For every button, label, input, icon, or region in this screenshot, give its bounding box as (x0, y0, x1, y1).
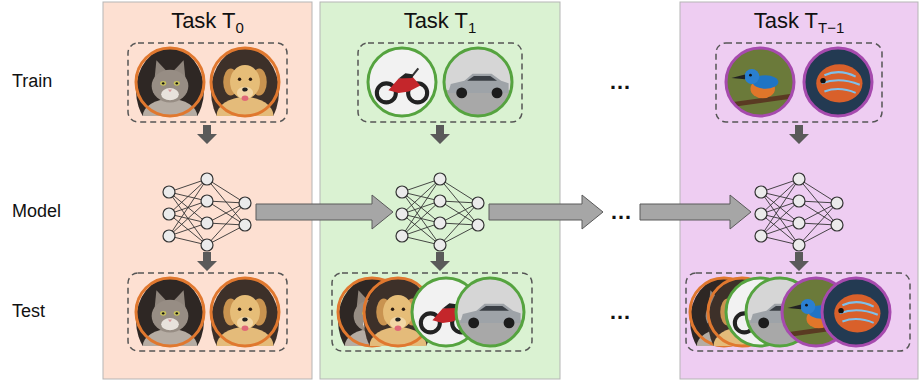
train-image (368, 48, 436, 116)
image-ring (136, 278, 204, 346)
test-image (456, 278, 524, 346)
task-title: Task T0 (103, 8, 312, 37)
task-panel: Task T1 (320, 2, 560, 379)
image-ring (136, 48, 204, 116)
ellipsis-mark: … (609, 299, 632, 325)
task-title: Task TT−1 (680, 8, 918, 37)
neural-network (755, 173, 843, 251)
panel-backgrounds (103, 2, 918, 379)
task-index: 1 (468, 19, 476, 36)
task-panel: Task TT−1 (680, 2, 918, 379)
down-arrow (430, 125, 450, 144)
image-ring (211, 278, 279, 346)
image-ring (211, 48, 279, 116)
train-image (804, 48, 872, 116)
model-transfer-arrow (640, 195, 751, 229)
train-image (444, 48, 512, 116)
train-set-box (358, 43, 522, 122)
test-image (822, 278, 890, 346)
row-label: Model (12, 201, 61, 223)
image-ring (444, 48, 512, 116)
task-title: Task T1 (320, 8, 560, 37)
row-label: Train (12, 71, 52, 93)
task-panel: Task T0 (103, 2, 312, 379)
neural-network (396, 173, 484, 251)
down-arrow (197, 125, 217, 144)
ellipsis-mark: … (610, 199, 633, 225)
task-heading: Task T (404, 8, 468, 33)
task-panel-background (320, 2, 560, 379)
task-heading: Task T (171, 8, 235, 33)
task-index: 0 (236, 19, 244, 36)
model-transfer-arrow (256, 195, 393, 229)
down-arrow (789, 252, 809, 271)
neural-network (163, 173, 251, 251)
train-image (726, 48, 794, 116)
model-transfer-arrow (489, 195, 603, 229)
ellipsis-mark: … (609, 69, 632, 95)
task-index: T−1 (818, 19, 844, 36)
down-arrow (430, 252, 450, 271)
test-image (211, 278, 279, 365)
test-image (136, 278, 204, 363)
image-ring (822, 278, 890, 346)
image-ring (456, 278, 524, 346)
image-ring (804, 48, 872, 116)
image-ring (726, 48, 794, 116)
image-ring (368, 48, 436, 116)
train-image (211, 48, 279, 135)
train-image (136, 48, 204, 133)
down-arrow (197, 252, 217, 271)
train-set-box (716, 43, 882, 122)
task-panel-background (103, 2, 312, 379)
row-label: Test (12, 301, 45, 323)
task-heading: Task T (754, 8, 818, 33)
down-arrow (789, 125, 809, 144)
task-panel-background (680, 2, 918, 379)
